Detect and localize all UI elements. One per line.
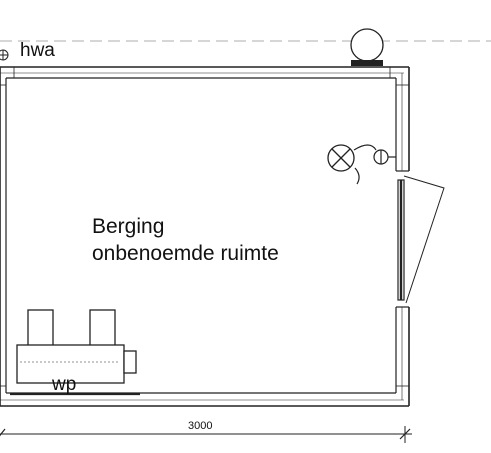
wp-label: wp [51,374,76,395]
switch-icon [353,144,396,185]
room-name-label: Berging [92,215,164,238]
room-type-label: onbenoemde ruimte [92,242,279,265]
roof-vent-icon [350,28,384,66]
hwa-label: hwa [20,40,55,61]
heat-pump-unit-icon [10,309,140,396]
dimension-label: 3000 [188,420,212,432]
door-swing-icon [396,170,445,308]
dimension-line [0,426,412,443]
hwa-downpipe-icon [0,49,9,61]
light-fixture-icon [327,144,355,172]
